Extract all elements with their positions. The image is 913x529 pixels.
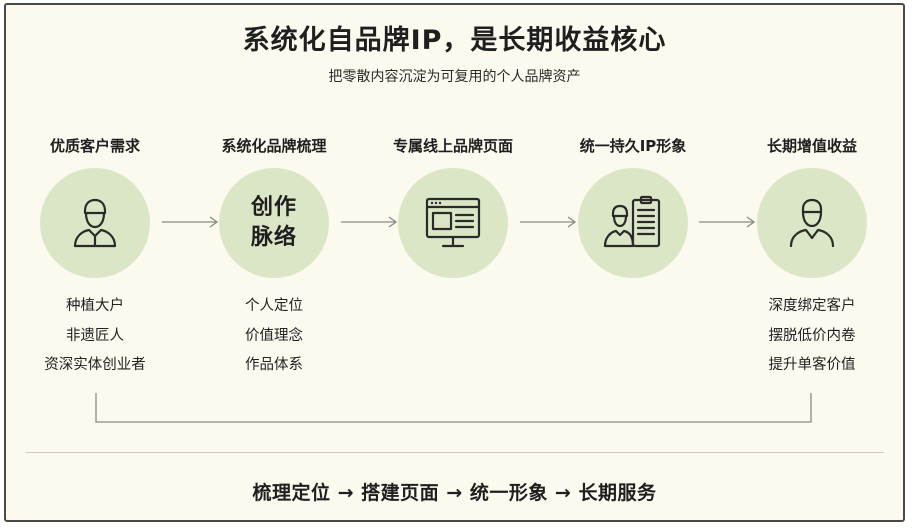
diagram-frame: 系统化自品牌IP，是长期收益核心 把零散内容沉淀为可复用的个人品牌资产 优质客户… <box>4 3 905 522</box>
page-title: 系统化自品牌IP，是长期收益核心 <box>242 25 667 56</box>
detail-item: 个人定位 <box>245 298 303 314</box>
detail-item: 作品体系 <box>245 357 303 373</box>
detail-item: 摆脱低价内卷 <box>768 327 856 344</box>
step-1-details: 种植大户 非遗匠人 资深实体创业者 <box>5 292 185 381</box>
step-5-details: 深度绑定客户 摆脱低价内卷 提升单客价值 <box>722 292 902 381</box>
detail-item: 提升单客价值 <box>768 357 856 373</box>
step-5-circle <box>757 168 867 278</box>
step-4-label: 统一持久IP形象 <box>579 137 687 155</box>
detail-item: 非遗匠人 <box>66 327 124 344</box>
step-1-circle <box>40 168 150 278</box>
feedback-bracket-line <box>95 393 812 423</box>
arrow-4-icon <box>699 216 756 228</box>
detail-item: 深度绑定客户 <box>768 298 856 314</box>
step-2-details: 个人定位 价值理念 作品体系 <box>184 292 364 381</box>
step-3-circle <box>398 168 508 278</box>
process-summary: 梳理定位 → 搭建页面 → 统一形象 → 长期服务 <box>252 482 657 504</box>
detail-item: 资深实体创业者 <box>44 357 146 373</box>
step-2-circle: 创作 脉络 <box>219 168 329 278</box>
step-2-label: 系统化品牌梳理 <box>221 137 327 155</box>
profile-card-icon <box>603 195 661 248</box>
person-icon <box>789 198 835 248</box>
divider <box>26 452 884 453</box>
arrow-3-icon <box>520 216 577 228</box>
step-3-label: 专属线上品牌页面 <box>392 137 513 155</box>
creation-context-text: 创作 脉络 <box>251 193 297 253</box>
step-1-label: 优质客户需求 <box>49 137 140 155</box>
page-subtitle: 把零散内容沉淀为可复用的个人品牌资产 <box>328 69 581 85</box>
circle-text-line-1: 创作 <box>250 195 297 220</box>
circle-text-line-2: 脉络 <box>250 225 297 250</box>
arrow-2-icon <box>341 216 398 228</box>
step-4-circle <box>578 168 688 278</box>
step-5-label: 长期增值收益 <box>766 137 857 155</box>
arrow-1-icon <box>162 216 219 228</box>
monitor-icon <box>425 197 481 248</box>
detail-item: 价值理念 <box>245 327 303 344</box>
person-icon <box>73 198 117 248</box>
detail-item: 种植大户 <box>66 298 124 314</box>
